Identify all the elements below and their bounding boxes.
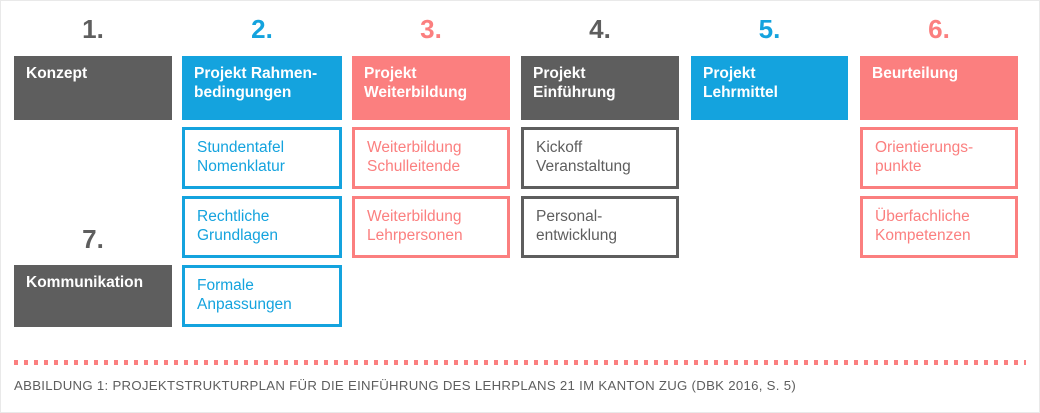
column-2-item-stundentafel-nomenklatur[interactable]: Stundentafel Nomenklatur [182, 127, 342, 189]
column-number-1: 1. [82, 14, 104, 44]
column-4-item-personalentwicklung[interactable]: Personal- entwicklung [521, 196, 679, 258]
column-number-4: 4. [589, 14, 611, 44]
column-4-header-projekt-einfuehrung[interactable]: Projekt Einführung [521, 56, 679, 120]
column-3-item-weiterbildung-schulleitende[interactable]: Weiterbildung Schulleitende [352, 127, 510, 189]
column-number-3: 3. [420, 14, 442, 44]
column-6-header-beurteilung[interactable]: Beurteilung [860, 56, 1018, 120]
column-number-2: 2. [251, 14, 273, 44]
column-2-header-projekt-rahmenbedingungen[interactable]: Projekt Rahmen- bedingungen [182, 56, 342, 120]
column-1-header-konzept[interactable]: Konzept [14, 56, 172, 120]
column-3-header-projekt-weiterbildung[interactable]: Projekt Weiterbildung [352, 56, 510, 120]
column-3-item-weiterbildung-lehrpersonen[interactable]: Weiterbildung Lehrpersonen [352, 196, 510, 258]
column-4-item-kickoff-veranstaltung[interactable]: Kickoff Veranstaltung [521, 127, 679, 189]
column-number-6: 6. [928, 14, 950, 44]
figure-caption: ABBILDUNG 1: PROJEKTSTRUKTURPLAN FÜR DIE… [14, 378, 797, 393]
column-2-item-rechtliche-grundlagen[interactable]: Rechtliche Grundlagen [182, 196, 342, 258]
column-6-item-ueberfachliche-kompetenzen[interactable]: Überfachliche Kompetenzen [860, 196, 1018, 258]
column-number-7: 7. [82, 224, 104, 254]
column-7-header-kommunikation[interactable]: Kommunikation [14, 265, 172, 327]
column-2-item-formale-anpassungen[interactable]: Formale Anpassungen [182, 265, 342, 327]
dotted-divider [14, 360, 1026, 365]
column-6-item-orientierungspunkte[interactable]: Orientierungs- punkte [860, 127, 1018, 189]
column-number-5: 5. [758, 14, 781, 44]
column-5-header-projekt-lehrmittel[interactable]: Projekt Lehrmittel [691, 56, 848, 120]
